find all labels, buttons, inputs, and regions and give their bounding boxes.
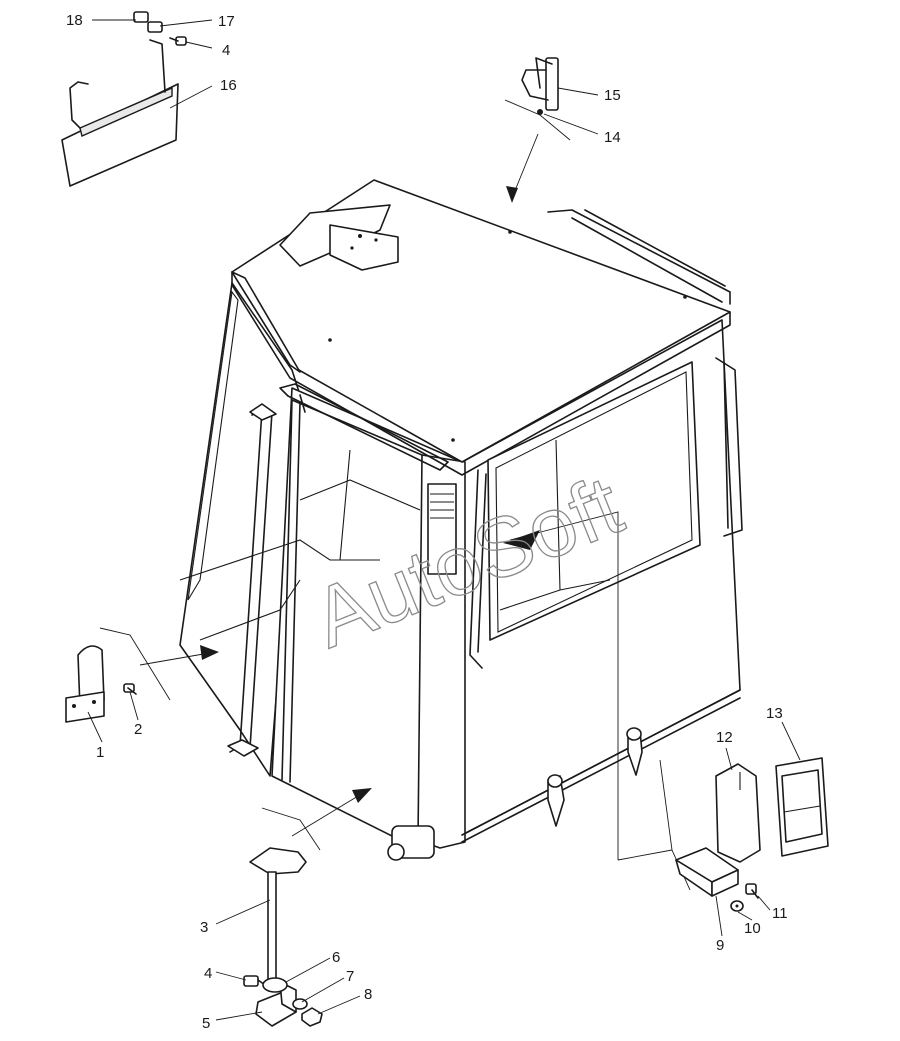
callout-13: 13 [766, 705, 783, 722]
bush-6 [262, 977, 288, 993]
hook-part [521, 57, 553, 101]
clip-17 [147, 21, 163, 33]
sun-visor-assembly [61, 11, 187, 187]
clip-18 [133, 11, 149, 23]
callout-2: 2 [134, 721, 142, 738]
callout-4-top: 4 [222, 42, 230, 59]
callout-labels: 18 17 4 16 15 14 13 12 2 1 3 11 10 9 6 4… [66, 12, 788, 1032]
front-grab-rail [279, 383, 449, 471]
visor-rod [69, 39, 166, 129]
callout-17: 17 [218, 13, 235, 30]
callout-11: 11 [772, 905, 788, 922]
body-mount-rear [626, 727, 643, 776]
callout-7: 7 [346, 968, 354, 985]
callout-10: 10 [744, 920, 761, 937]
callout-8: 8 [364, 986, 372, 1003]
box-13 [775, 757, 829, 857]
callout-leaders [87, 19, 801, 1021]
holder-9 [675, 847, 739, 897]
callout-4-bottom: 4 [204, 965, 212, 982]
right-side-window [487, 361, 701, 641]
callout-9: 9 [716, 937, 724, 954]
side-window-rail [469, 469, 487, 669]
hook-screw [537, 109, 543, 115]
cab-body [179, 179, 743, 861]
nut-8 [301, 1007, 323, 1027]
callout-6: 6 [332, 949, 340, 966]
callout-18: 18 [66, 12, 83, 29]
callout-15: 15 [604, 87, 621, 104]
rear-vertical-rail [715, 357, 743, 537]
pin-3 [249, 847, 307, 983]
rear-roof-rail [547, 209, 731, 305]
callout-16: 16 [220, 77, 237, 94]
body-mount-mid [547, 774, 565, 827]
document-case-12 [715, 763, 761, 863]
callout-14: 14 [604, 129, 621, 146]
callout-5: 5 [202, 1015, 210, 1032]
body-mount-front [387, 825, 435, 861]
vent-louvre [427, 483, 457, 575]
bracket-1 [65, 645, 105, 723]
hook-plate [545, 57, 559, 111]
bolt-2 [123, 683, 137, 695]
callout-12: 12 [716, 729, 733, 746]
screw-4-top [169, 36, 187, 46]
roof-visor [231, 271, 301, 373]
washer-10 [730, 900, 744, 912]
screw-11 [745, 883, 759, 899]
coat-hook-assembly [521, 57, 559, 115]
callout-1: 1 [96, 744, 104, 761]
callout-3: 3 [200, 919, 208, 936]
